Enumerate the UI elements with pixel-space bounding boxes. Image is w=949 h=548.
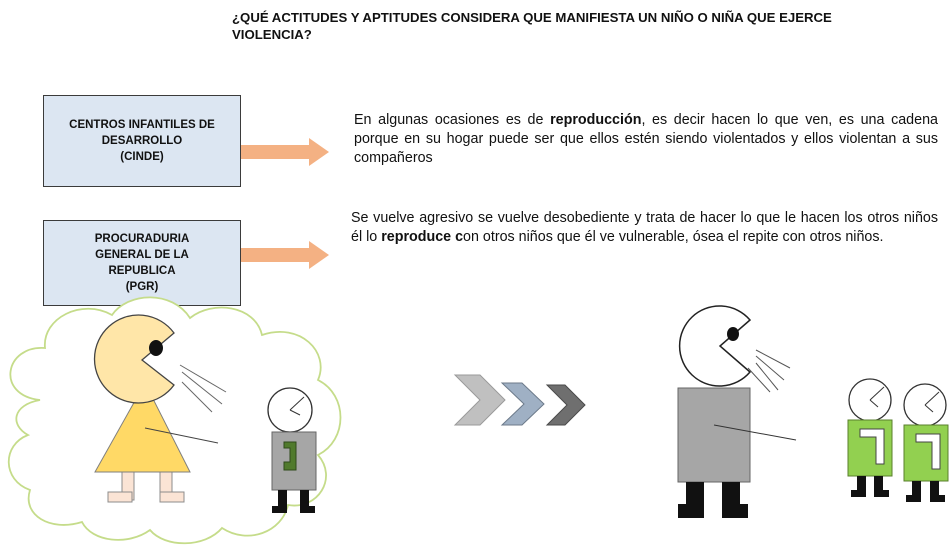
source-box-line: REPUBLICA [108, 265, 176, 277]
statement-emphasis: reproducción [550, 112, 642, 128]
statement-text: Se vuelve agresivo se vuelve desobedient… [351, 210, 938, 245]
source-box-line: (PGR) [125, 281, 159, 293]
statement-emphasis: reproduce c [381, 229, 464, 245]
source-box-cinde: CENTROS INFANTILES DE DESARROLLO (CINDE) [43, 95, 241, 187]
source-box-line: GENERAL DE LA [95, 249, 189, 261]
right-arrow-icon [241, 138, 329, 166]
source-box-line: DESARROLLO [101, 135, 183, 147]
illustration-scene [7, 296, 949, 545]
adult-woman-figure [93, 314, 227, 503]
statement-pgr: Se vuelve agresivo se vuelve desobedient… [351, 209, 938, 247]
victim-child-figure [903, 383, 949, 502]
victim-child-figure [847, 378, 893, 497]
source-box-line: PROCURADURIA [94, 233, 190, 245]
source-box-pgr: PROCURADURIA GENERAL DE LA REPUBLICA (PG… [43, 220, 241, 306]
thought-cloud-icon [7, 296, 342, 545]
page-title: ¿QUÉ ACTITUDES Y APTITUDES CONSIDERA QUE… [232, 10, 832, 42]
statement-text: on otros niños que él ve vulnerable, óse… [463, 229, 884, 245]
source-box-line: (CINDE) [120, 151, 164, 163]
source-box-line: CENTROS INFANTILES DE [69, 119, 215, 131]
statement-cinde: En algunas ocasiones es de reproducción,… [354, 111, 938, 168]
statement-text: En algunas ocasiones es de [354, 112, 551, 128]
right-arrow-icon [241, 241, 329, 269]
statement-text: , es decir hacen lo que ven, es una cade… [354, 112, 938, 166]
chevron-arrows-icon [453, 374, 586, 426]
small-child-figure [267, 387, 317, 513]
aggressor-child-figure [677, 305, 797, 518]
